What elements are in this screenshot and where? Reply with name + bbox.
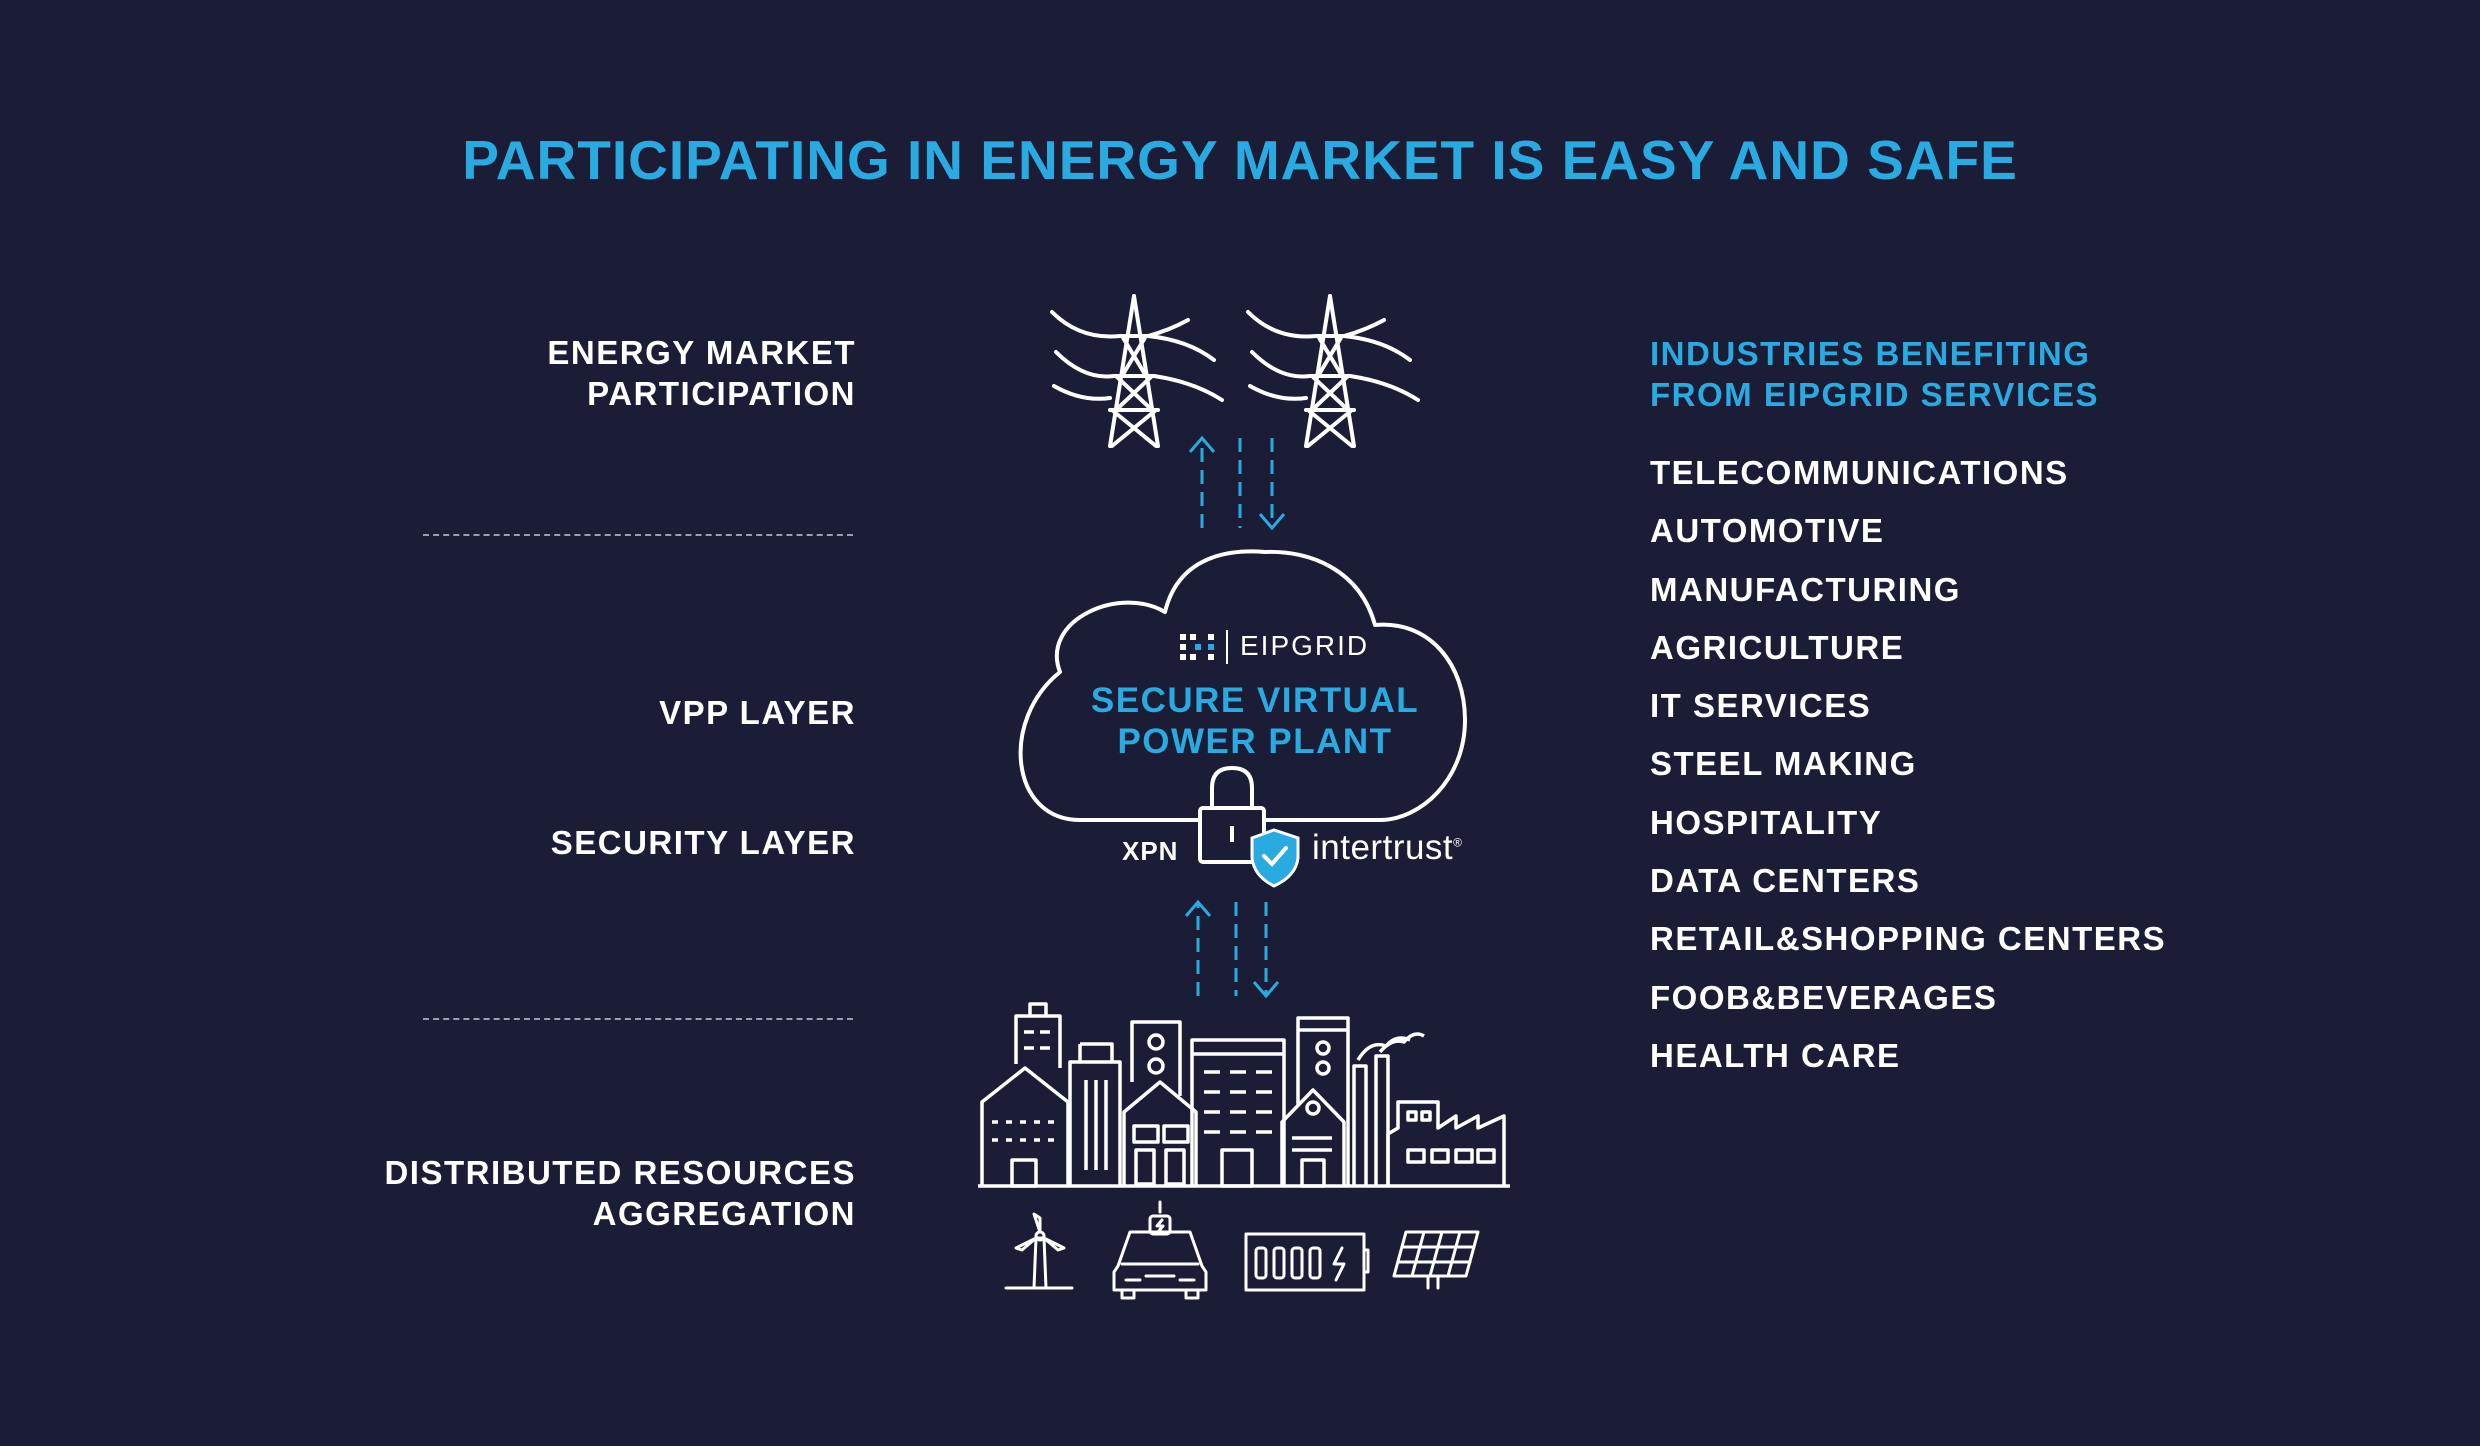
wind-turbine-icon bbox=[1004, 1212, 1074, 1290]
eipgrid-logo-icon bbox=[1180, 630, 1228, 664]
lock-icon bbox=[1198, 765, 1266, 864]
energy-market-label-line2: PARTICIPATION bbox=[587, 375, 856, 412]
solar-panel-icon bbox=[1392, 1230, 1480, 1290]
list-item: FOOB&BEVERAGES bbox=[1650, 978, 1998, 1016]
page-title: PARTICIPATING IN ENERGY MARKET IS EASY A… bbox=[462, 129, 2018, 191]
layer-divider-top bbox=[423, 534, 853, 536]
list-item: HEALTH CARE bbox=[1650, 1036, 1901, 1074]
power-tower-icon bbox=[1246, 294, 1420, 448]
intertrust-text: intertrust bbox=[1312, 828, 1454, 867]
list-item: HOSPITALITY bbox=[1650, 803, 1883, 841]
shield-check-icon bbox=[1250, 828, 1300, 888]
energy-market-label-line1: ENERGY MARKET bbox=[547, 334, 856, 371]
electric-car-icon bbox=[1112, 1200, 1208, 1300]
list-item: DATA CENTERS bbox=[1650, 862, 1921, 900]
list-item: STEEL MAKING bbox=[1650, 745, 1917, 783]
cloud-title-line1: SECURE VIRTUAL bbox=[1090, 681, 1420, 720]
list-item: IT SERVICES bbox=[1650, 687, 1872, 725]
list-item: AGRICULTURE bbox=[1650, 628, 1905, 666]
city-icon bbox=[978, 1002, 1510, 1188]
distributed-resources-label: DISTRIBUTED RESOURCES AGGREGATION bbox=[384, 1152, 856, 1234]
energy-market-label: ENERGY MARKET PARTICIPATION bbox=[547, 332, 856, 414]
distributed-label-line2: AGGREGATION bbox=[592, 1195, 856, 1232]
cloud-title: SECURE VIRTUAL POWER PLANT bbox=[1030, 680, 1480, 762]
list-item: TELECOMMUNICATIONS bbox=[1650, 454, 2069, 491]
industries-heading: INDUSTRIES BENEFITING FROM EIPGRID SERVI… bbox=[1650, 333, 2099, 415]
industries-heading-line2: FROM EIPGRID SERVICES bbox=[1650, 376, 2099, 413]
battery-icon bbox=[1244, 1232, 1370, 1292]
cloud-icon bbox=[1018, 549, 1467, 822]
trademark-symbol: ® bbox=[1453, 835, 1463, 850]
distributed-label-line1: DISTRIBUTED RESOURCES bbox=[384, 1154, 856, 1191]
power-tower-icon bbox=[1050, 294, 1224, 448]
layer-divider-bottom bbox=[423, 1018, 853, 1020]
vpp-layer-label: VPP LAYER bbox=[659, 694, 856, 731]
cloud-brand-label: EIPGRID bbox=[1240, 630, 1370, 661]
data-flow-arrows bbox=[1184, 435, 1286, 999]
list-item: AUTOMOTIVE bbox=[1650, 512, 1885, 550]
xpn-label: XPN bbox=[1122, 836, 1179, 866]
industries-heading-line1: INDUSTRIES BENEFITING bbox=[1650, 335, 2091, 372]
list-item: MANUFACTURING bbox=[1650, 570, 1961, 608]
intertrust-label: intertrust® bbox=[1312, 828, 1463, 868]
cloud-title-line2: POWER PLANT bbox=[1117, 722, 1393, 761]
factory-icon bbox=[1352, 1032, 1506, 1186]
security-layer-label: SECURITY LAYER bbox=[550, 824, 856, 861]
industry-list: TELECOMMUNICATIONS AUTOMOTIVE MANUFACTUR… bbox=[1650, 452, 2166, 1093]
list-item: RETAIL&SHOPPING CENTERS bbox=[1650, 920, 2167, 958]
